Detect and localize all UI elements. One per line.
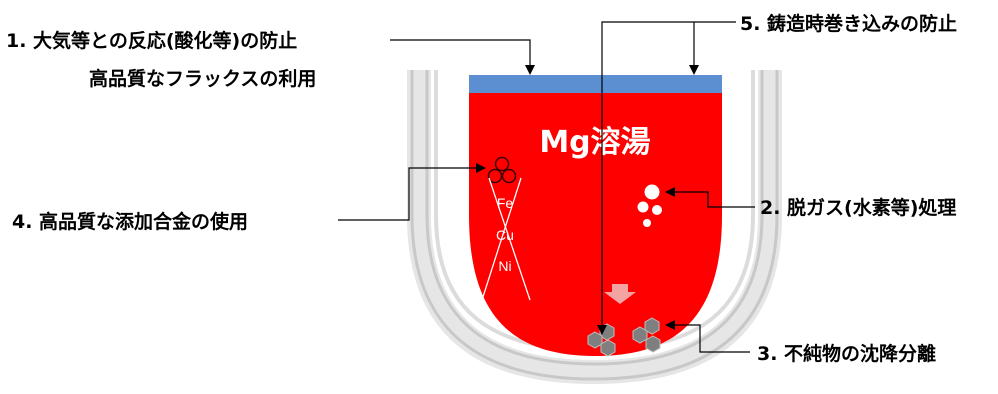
melt-label: Mg溶湯	[539, 125, 650, 160]
label-4: 4. 高品質な添加合金の使用	[12, 210, 248, 233]
label-1-line-1: 1. 大気等との反応(酸化等)の防止	[6, 29, 297, 52]
label-1-line-2: 高品質なフラックスの利用	[89, 67, 316, 90]
connector-2	[665, 187, 755, 208]
gas-bubble-icon	[637, 184, 662, 227]
label-2: 2. 脱ガス(水素等)処理	[760, 196, 956, 219]
label-5: 5. 鋳造時巻き込みの防止	[740, 12, 957, 35]
crossed-out-icon	[481, 177, 531, 301]
molten-magnesium	[469, 93, 722, 356]
connector-4	[338, 163, 486, 221]
connector-5a	[597, 21, 736, 335]
label-3: 3. 不純物の沈降分離	[757, 342, 936, 365]
impurity-cluster-icon	[487, 156, 517, 184]
element-cu: Cu	[496, 227, 514, 243]
connector-1	[390, 39, 535, 75]
flux-layer	[469, 75, 722, 93]
down-arrow-icon	[604, 284, 636, 304]
hexagon-sediment-icon	[587, 317, 661, 357]
element-ni: Ni	[498, 258, 511, 274]
connector-3	[665, 320, 750, 353]
element-fe: Fe	[497, 195, 514, 211]
